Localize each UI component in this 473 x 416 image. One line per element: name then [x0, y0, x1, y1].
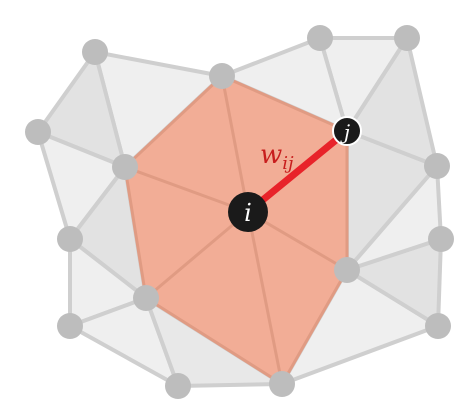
edge-weight-subscript: ij [282, 153, 294, 174]
mesh-vertex [112, 154, 138, 180]
edge-weight-symbol: w [260, 140, 282, 170]
spoke [124, 165, 249, 214]
mesh-vertex [424, 153, 450, 179]
mesh-vertex [394, 25, 420, 51]
spoke [246, 211, 284, 385]
mesh-vertices [25, 25, 454, 399]
highlight-edge-ij [244, 127, 351, 216]
mesh-vertex [57, 313, 83, 339]
mesh-vertex [334, 257, 360, 283]
mesh-vertex [425, 313, 451, 339]
mesh-vertex [82, 39, 108, 65]
mesh-vertex [307, 25, 333, 51]
vertex-j [332, 116, 362, 146]
mesh-vertex [209, 63, 235, 89]
mesh-vertex [428, 226, 454, 252]
mesh-vertex [269, 371, 295, 397]
vertex-i [228, 192, 268, 232]
spoke [220, 75, 250, 213]
mesh-vertex [57, 226, 83, 252]
spoke [145, 210, 249, 300]
mesh-vertex [165, 373, 191, 399]
vertex-i-label: i [244, 199, 252, 227]
edge-weight-label: wij [260, 140, 294, 174]
vertex-j-label: j [340, 120, 350, 144]
mesh-vertex [25, 119, 51, 145]
one-ring [123, 74, 349, 386]
mesh-vertex [133, 285, 159, 311]
